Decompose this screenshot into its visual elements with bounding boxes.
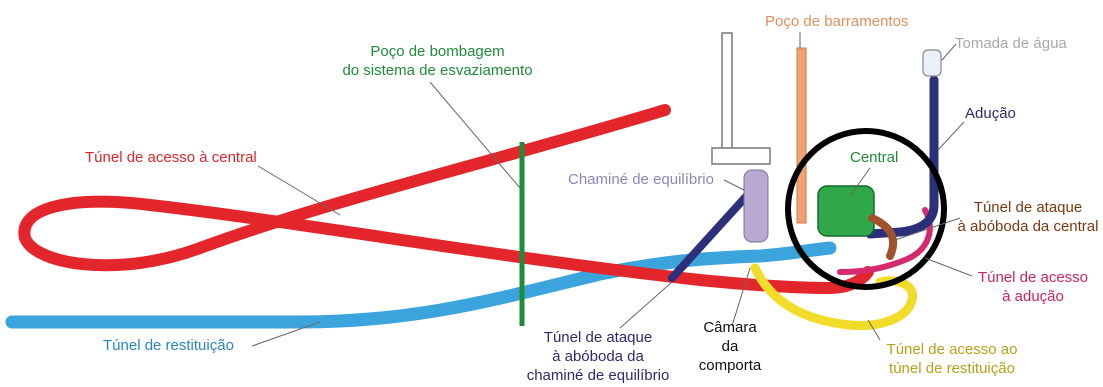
label-access-adduction-line2: à adução [1002,288,1064,305]
label-restitution-tunnel: Túnel de restituição [103,337,234,354]
label-attack-central-line1: Túnel de ataque [973,199,1083,216]
label-pumping-shaft-line1: Poço de bombagem [370,43,505,60]
label-pumping-shaft-line2: do sistema de esvaziamento [342,62,533,79]
leader-chimney [723,179,745,191]
label-water-intake: Tomada de água [955,35,1067,52]
label-access-tunnel-adduction: Túnel de acesso à adução [970,268,1096,306]
gate-shaft [721,32,733,162]
adduction-tunnel [865,75,939,239]
central-highlight-circle [785,128,947,290]
label-access-restitution-line1: Túnel de acesso ao [886,341,1018,358]
leader-central [849,167,871,197]
label-access-adduction-line1: Túnel de acesso [977,269,1089,286]
label-attack-chimney-line3: chaminé de equilíbrio [526,367,670,384]
label-central: Central [850,149,899,166]
attack-tunnel-central-vault [868,214,898,260]
leader-access-adduction [924,257,973,277]
label-surge-chimney: Chaminé de equilíbrio [568,171,714,188]
access-tunnel-to-adduction [837,207,933,275]
label-gate-chamber-line2: da [721,338,739,355]
leader-access-central [257,165,341,216]
label-access-restitution-line2: túnel de restituição [889,360,1015,377]
label-attack-tunnel-chimney: Túnel de ataque à abóboda da chaminé de … [518,328,678,385]
gate-chamber-block [711,147,771,165]
label-attack-central-line2: à abóboda da central [957,218,1099,235]
leader-access-restitution [867,319,881,341]
access-tunnel-to-restitution [750,263,917,331]
label-attack-chimney-line1: Túnel de ataque [543,329,653,346]
leader-gate-chamber [731,267,751,327]
label-gate-chamber-line3: comporta [698,357,762,374]
attack-tunnel-chimney-vault [668,186,756,282]
label-access-tunnel-restitution: Túnel de acesso ao túnel de restituição [872,340,1032,378]
label-access-tunnel-central: Túnel de acesso à central [85,149,257,166]
surge-chimney [743,169,769,243]
label-gate-chamber: Câmara da comporta [690,318,770,375]
leader-restitution [251,321,321,347]
powerhouse [817,185,875,237]
label-adduction: Adução [965,105,1016,122]
busbar-shaft [796,47,807,224]
water-intake [922,49,942,77]
leader-attack-central [894,217,961,241]
label-attack-chimney-line2: à abóboda da [552,348,644,365]
label-pumping-shaft: Poço de bombagem do sistema de esvaziame… [320,42,555,80]
label-busbar-shaft: Poço de barramentos [765,13,909,30]
leader-intake [941,43,957,61]
leader-attack-chimney [619,281,673,329]
leader-adduction [937,121,965,151]
label-gate-chamber-line1: Câmara [703,319,757,336]
label-attack-tunnel-central-vault: Túnel de ataque à abóboda da central [955,198,1101,236]
leader-pumping-shaft [429,81,521,189]
